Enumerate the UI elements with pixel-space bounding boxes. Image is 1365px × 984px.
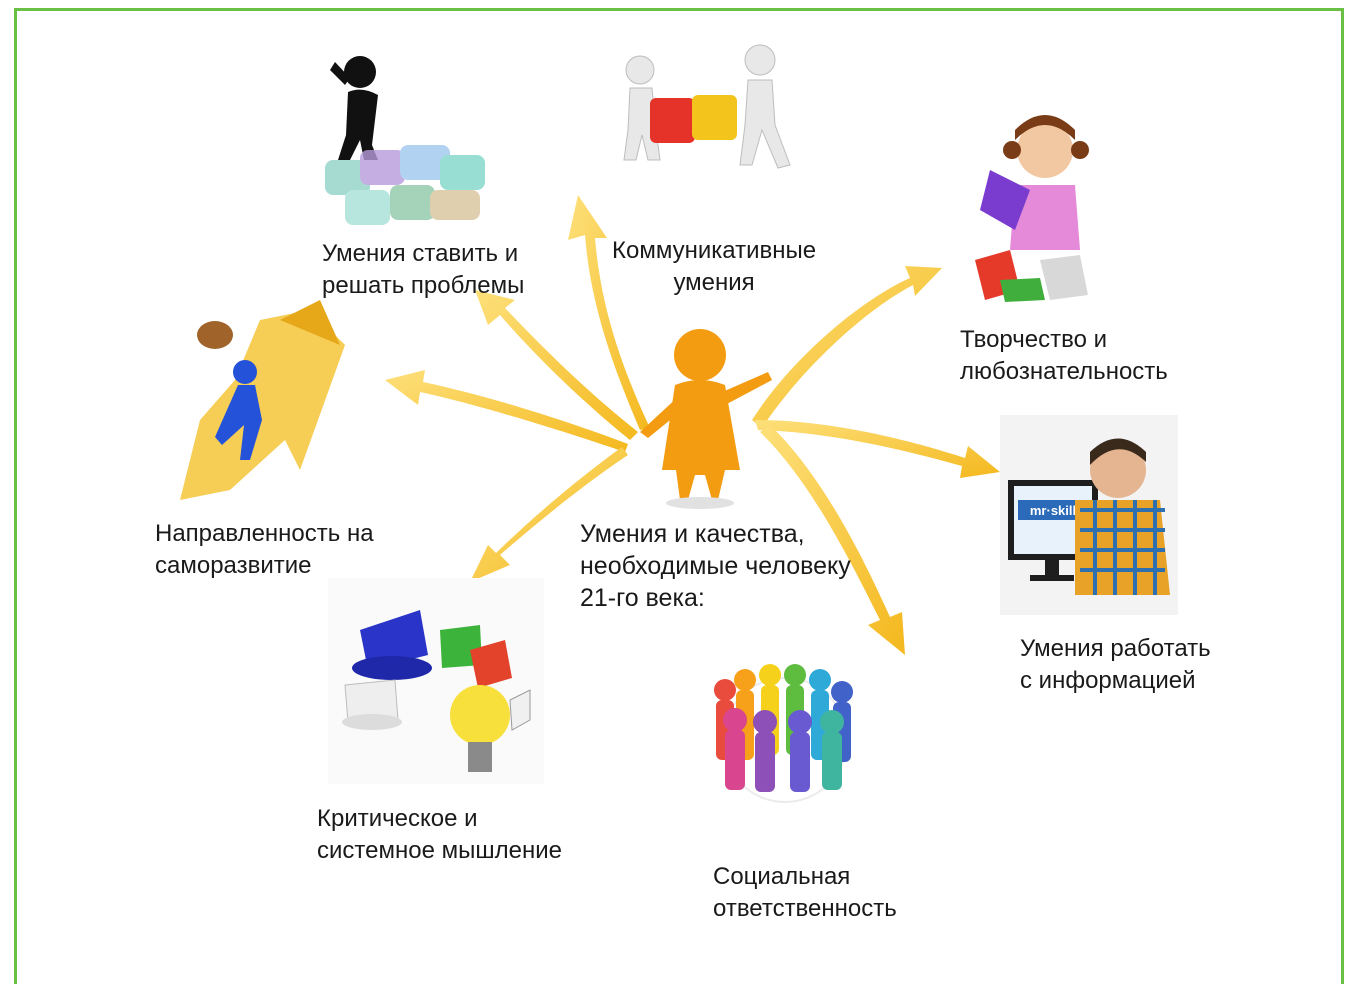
- social-illustration: [714, 664, 853, 803]
- label-problems-line-1: Умения ставить и: [322, 240, 519, 267]
- label-creativity-line-2: любознательность: [960, 358, 1168, 385]
- label-selfdev: Направленность на саморазвитие: [155, 518, 374, 582]
- label-critical-line-1: Критическое и: [317, 805, 478, 832]
- arrow-to-creativity: [752, 266, 942, 428]
- central-person-illustration: [640, 329, 772, 509]
- critical-illustration: [328, 578, 544, 784]
- label-information-line-1: Умения работать: [1020, 635, 1211, 662]
- center-title: Умения и качества, необходимые человеку …: [580, 518, 851, 614]
- arrow-to-information: [755, 420, 1000, 478]
- monitor-logo: mr·skill: [1030, 503, 1076, 518]
- label-critical-line-2: системное мышление: [317, 837, 562, 864]
- selfdev-illustration: [180, 300, 345, 500]
- center-title-line-3: 21-го века:: [580, 584, 705, 612]
- label-communication-line-1: Коммуникативные: [612, 237, 817, 264]
- label-problems: Умения ставить и решать проблемы: [322, 238, 524, 302]
- label-problems-line-2: решать проблемы: [322, 272, 525, 299]
- label-communication-line-2: умения: [673, 269, 755, 296]
- communication-illustration: [623, 44, 791, 169]
- information-illustration: mr·skill: [1000, 415, 1178, 615]
- arrow-to-communication: [568, 195, 650, 430]
- arrow-to-problems: [475, 290, 638, 440]
- label-selfdev-line-1: Направленность на: [155, 520, 374, 547]
- arrow-group: [385, 195, 1000, 655]
- center-title-line-2: необходимые человеку: [580, 552, 851, 580]
- center-title-line-1: Умения и качества,: [580, 520, 805, 548]
- label-creativity: Творчество и любознательность: [960, 324, 1168, 388]
- arrow-to-critical: [470, 447, 628, 582]
- arrow-to-selfdev: [385, 370, 628, 452]
- problems-illustration: [325, 56, 485, 225]
- label-creativity-line-1: Творчество и: [960, 326, 1107, 353]
- label-critical: Критическое и системное мышление: [317, 803, 562, 867]
- label-information: Умения работать с информацией: [1020, 633, 1211, 697]
- label-information-line-2: с информацией: [1020, 667, 1196, 694]
- label-social-line-1: Социальная: [713, 863, 851, 890]
- label-selfdev-line-2: саморазвитие: [155, 552, 312, 579]
- label-communication: Коммуникативные умения: [612, 235, 816, 299]
- arrow-to-social: [760, 425, 905, 655]
- creativity-illustration: [975, 115, 1089, 302]
- label-social-line-2: ответственность: [713, 895, 897, 922]
- label-social: Социальная ответственность: [713, 861, 897, 925]
- diagram-frame: [14, 8, 1344, 984]
